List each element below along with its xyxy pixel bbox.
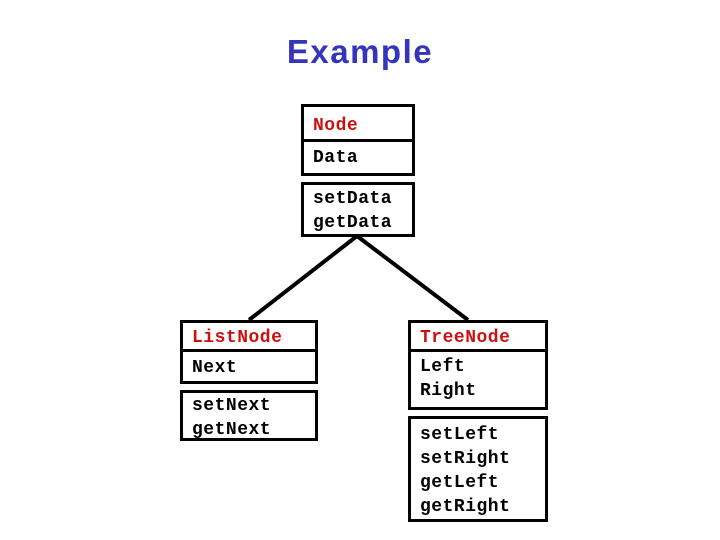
class-methods: setLeft setRight getLeft getRight — [408, 416, 548, 522]
method-label: getRight — [420, 497, 511, 517]
method-label: setLeft — [420, 425, 500, 445]
inheritance-line-node-listnode — [247, 234, 359, 322]
class-attributes: Data — [301, 139, 415, 176]
inheritance-line-node-treenode — [355, 234, 470, 322]
class-name: Node — [301, 104, 415, 142]
class-methods: setNext getNext — [180, 390, 318, 441]
slide-title: Example — [286, 33, 434, 70]
method-label: setNext — [192, 396, 272, 416]
class-name: ListNode — [180, 320, 318, 352]
method-label: getLeft — [420, 473, 500, 493]
attribute-label: Next — [192, 358, 238, 378]
method-label: getData — [313, 213, 393, 233]
class-box-listnode: ListNode Next setNext getNext — [180, 320, 318, 441]
class-box-node: Node Data setData getData — [301, 104, 415, 237]
class-attributes: Left Right — [408, 349, 548, 410]
attribute-label: Data — [313, 148, 359, 168]
attribute-label: Right — [420, 381, 477, 401]
method-label: setData — [313, 189, 393, 209]
method-label: getNext — [192, 420, 272, 440]
class-box-treenode: TreeNode Left Right setLeft setRight get… — [408, 320, 548, 522]
class-attributes: Next — [180, 349, 318, 384]
attribute-label: Left — [420, 357, 466, 377]
class-name: TreeNode — [408, 320, 548, 352]
method-label: setRight — [420, 449, 511, 469]
class-methods: setData getData — [301, 182, 415, 237]
